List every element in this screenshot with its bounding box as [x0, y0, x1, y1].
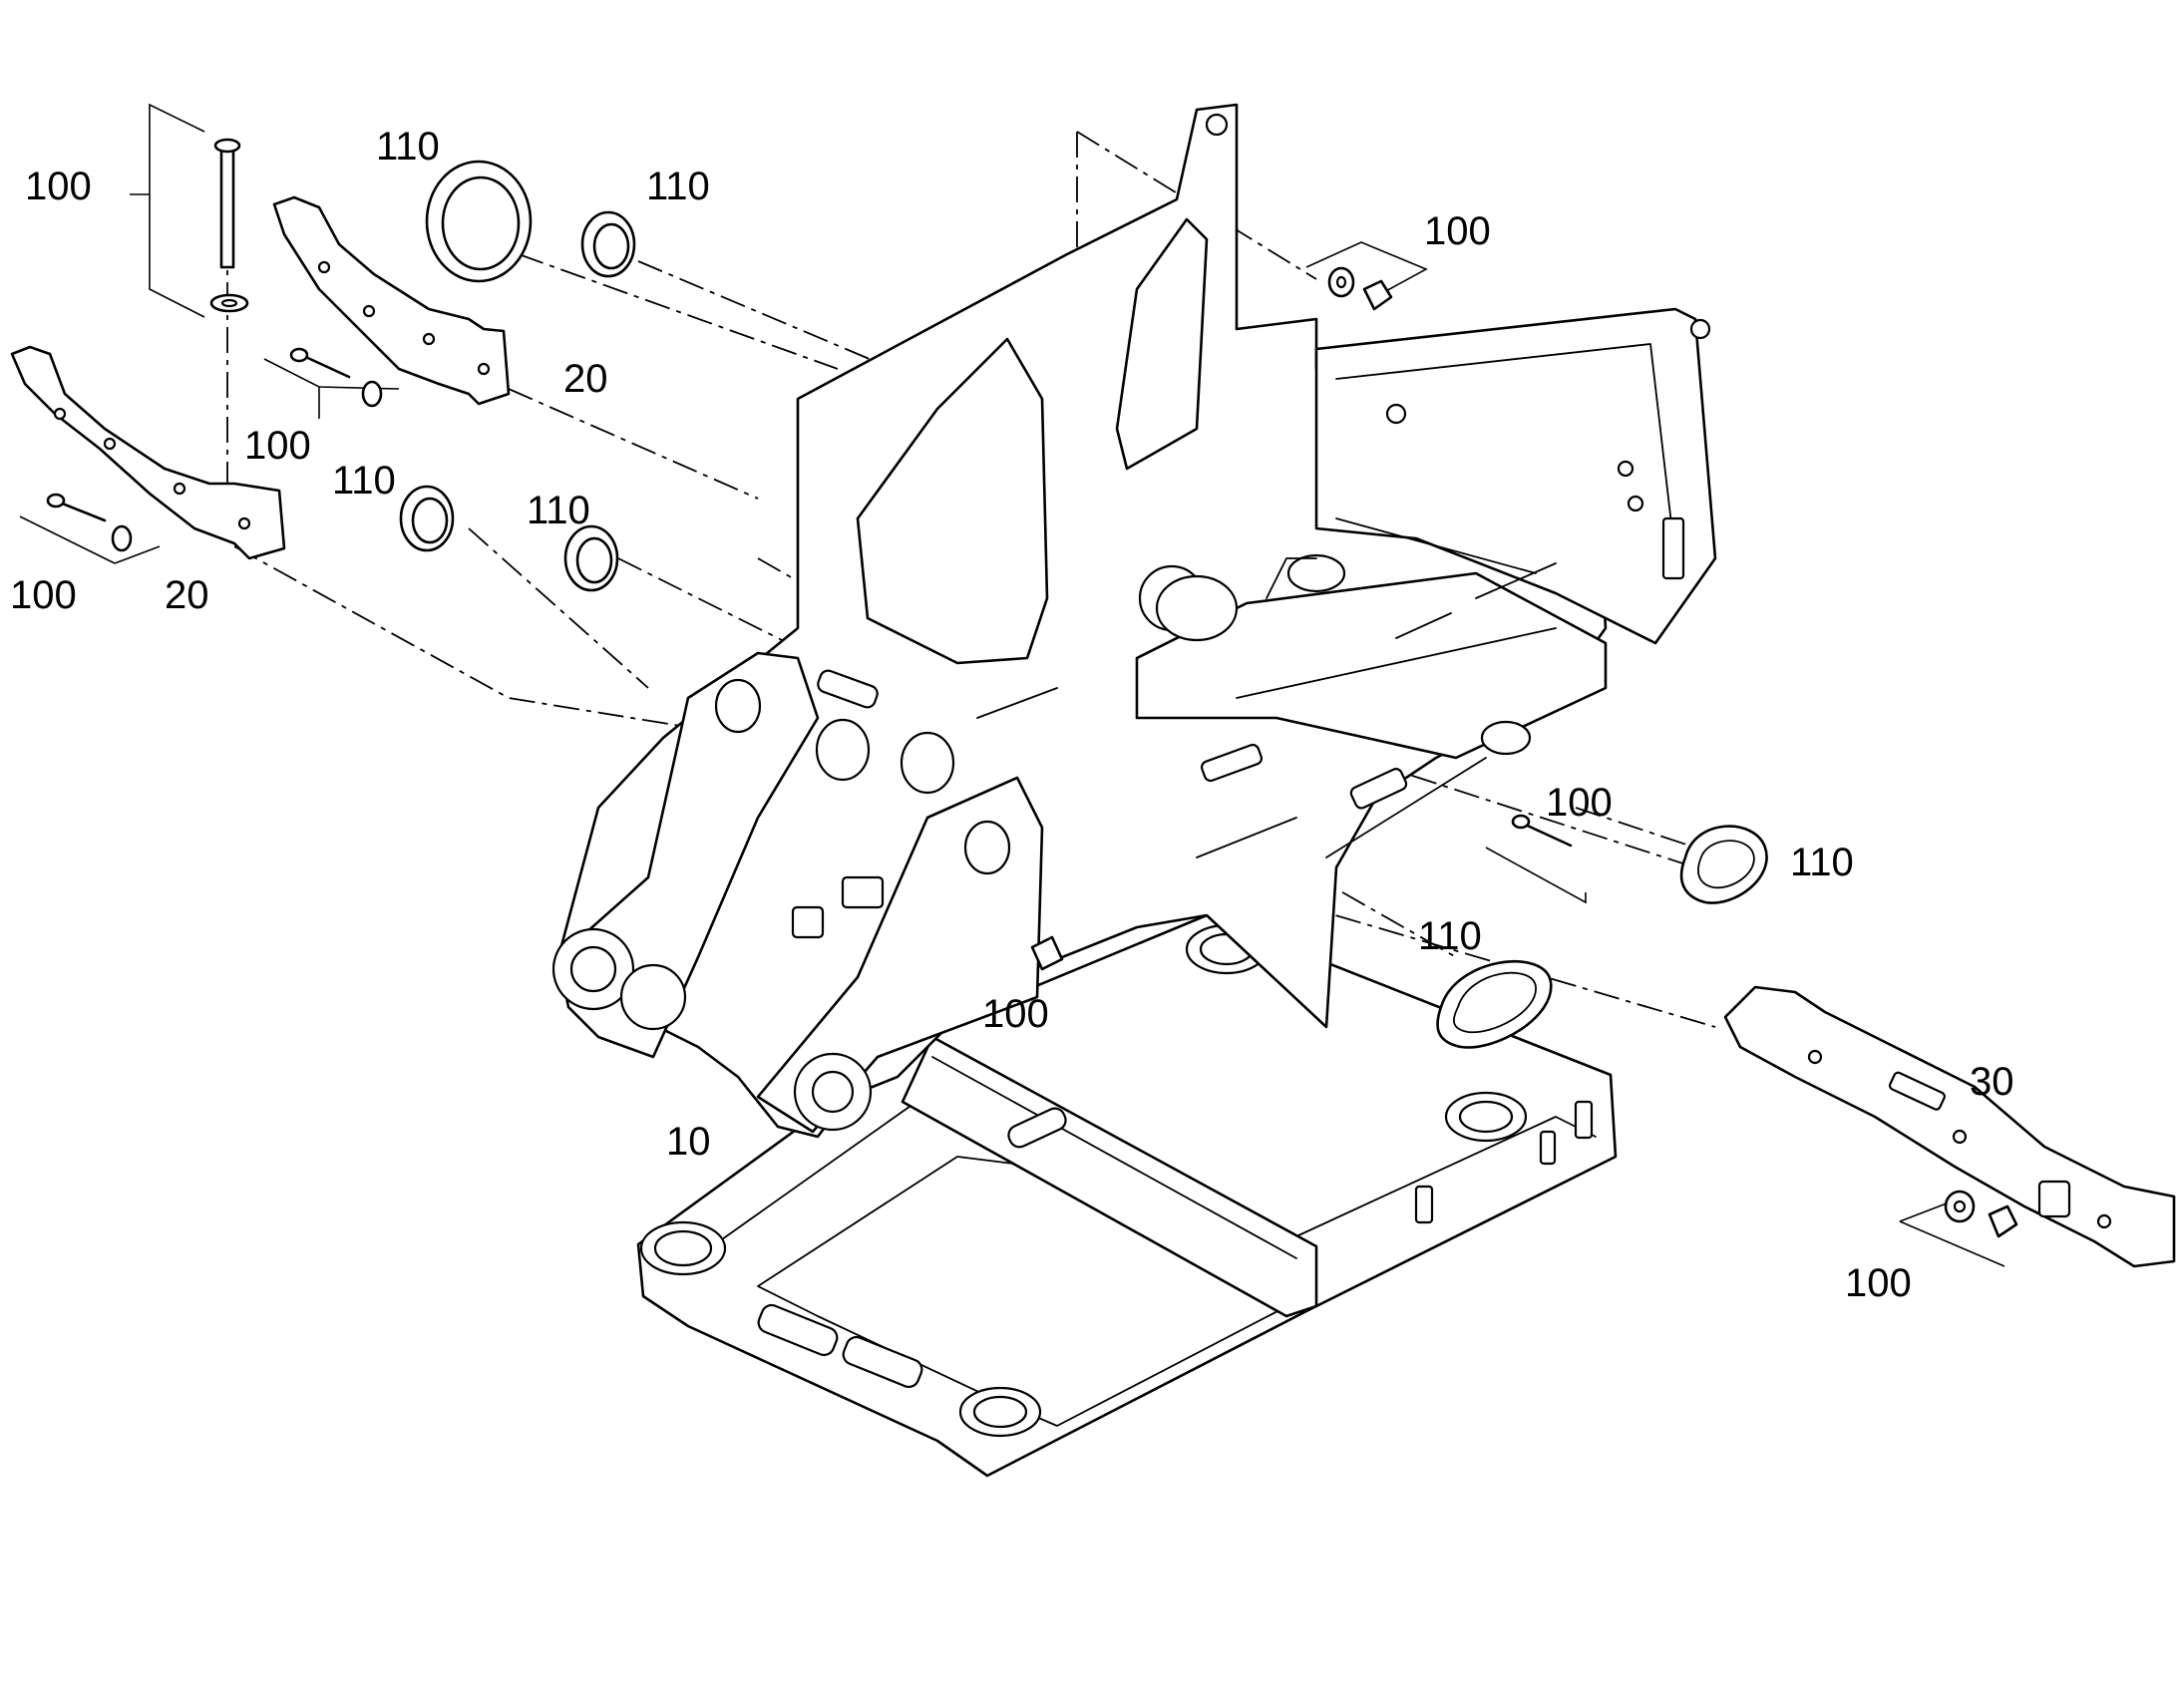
- callout-c6: 100: [244, 424, 311, 468]
- callout-c2: 110: [376, 125, 440, 169]
- callout-c9: 100: [10, 573, 77, 617]
- callout-c7: 110: [332, 459, 396, 503]
- callout-c12: 110: [1790, 841, 1854, 884]
- callout-c11: 100: [1546, 781, 1613, 825]
- callout-brackets: [19, 103, 2005, 1267]
- callout-c3: 110: [646, 165, 710, 208]
- bracket-part-20-upper: [272, 195, 511, 406]
- seals-part-110: [399, 160, 1768, 1049]
- callout-c10: 20: [165, 573, 209, 617]
- callout-c13: 110: [1418, 914, 1482, 958]
- callout-c14: 100: [982, 992, 1049, 1036]
- callout-c5: 20: [563, 357, 608, 401]
- bracket-part-20-lower: [10, 345, 286, 560]
- main-frame-part-10: [551, 103, 1717, 1478]
- callout-c4: 100: [1424, 209, 1491, 253]
- callout-c16: 30: [1970, 1060, 2014, 1104]
- callout-c8: 110: [527, 489, 590, 532]
- callout-c1: 100: [25, 165, 92, 208]
- fasteners-part-100: [46, 138, 2018, 1238]
- callout-c15: 10: [666, 1120, 711, 1164]
- arm-part-30: [1723, 985, 2176, 1268]
- callout-c17: 100: [1845, 1261, 1912, 1305]
- callout-labels: 100 110 110 100 20 100 110 110 100 20 10…: [10, 125, 2014, 1305]
